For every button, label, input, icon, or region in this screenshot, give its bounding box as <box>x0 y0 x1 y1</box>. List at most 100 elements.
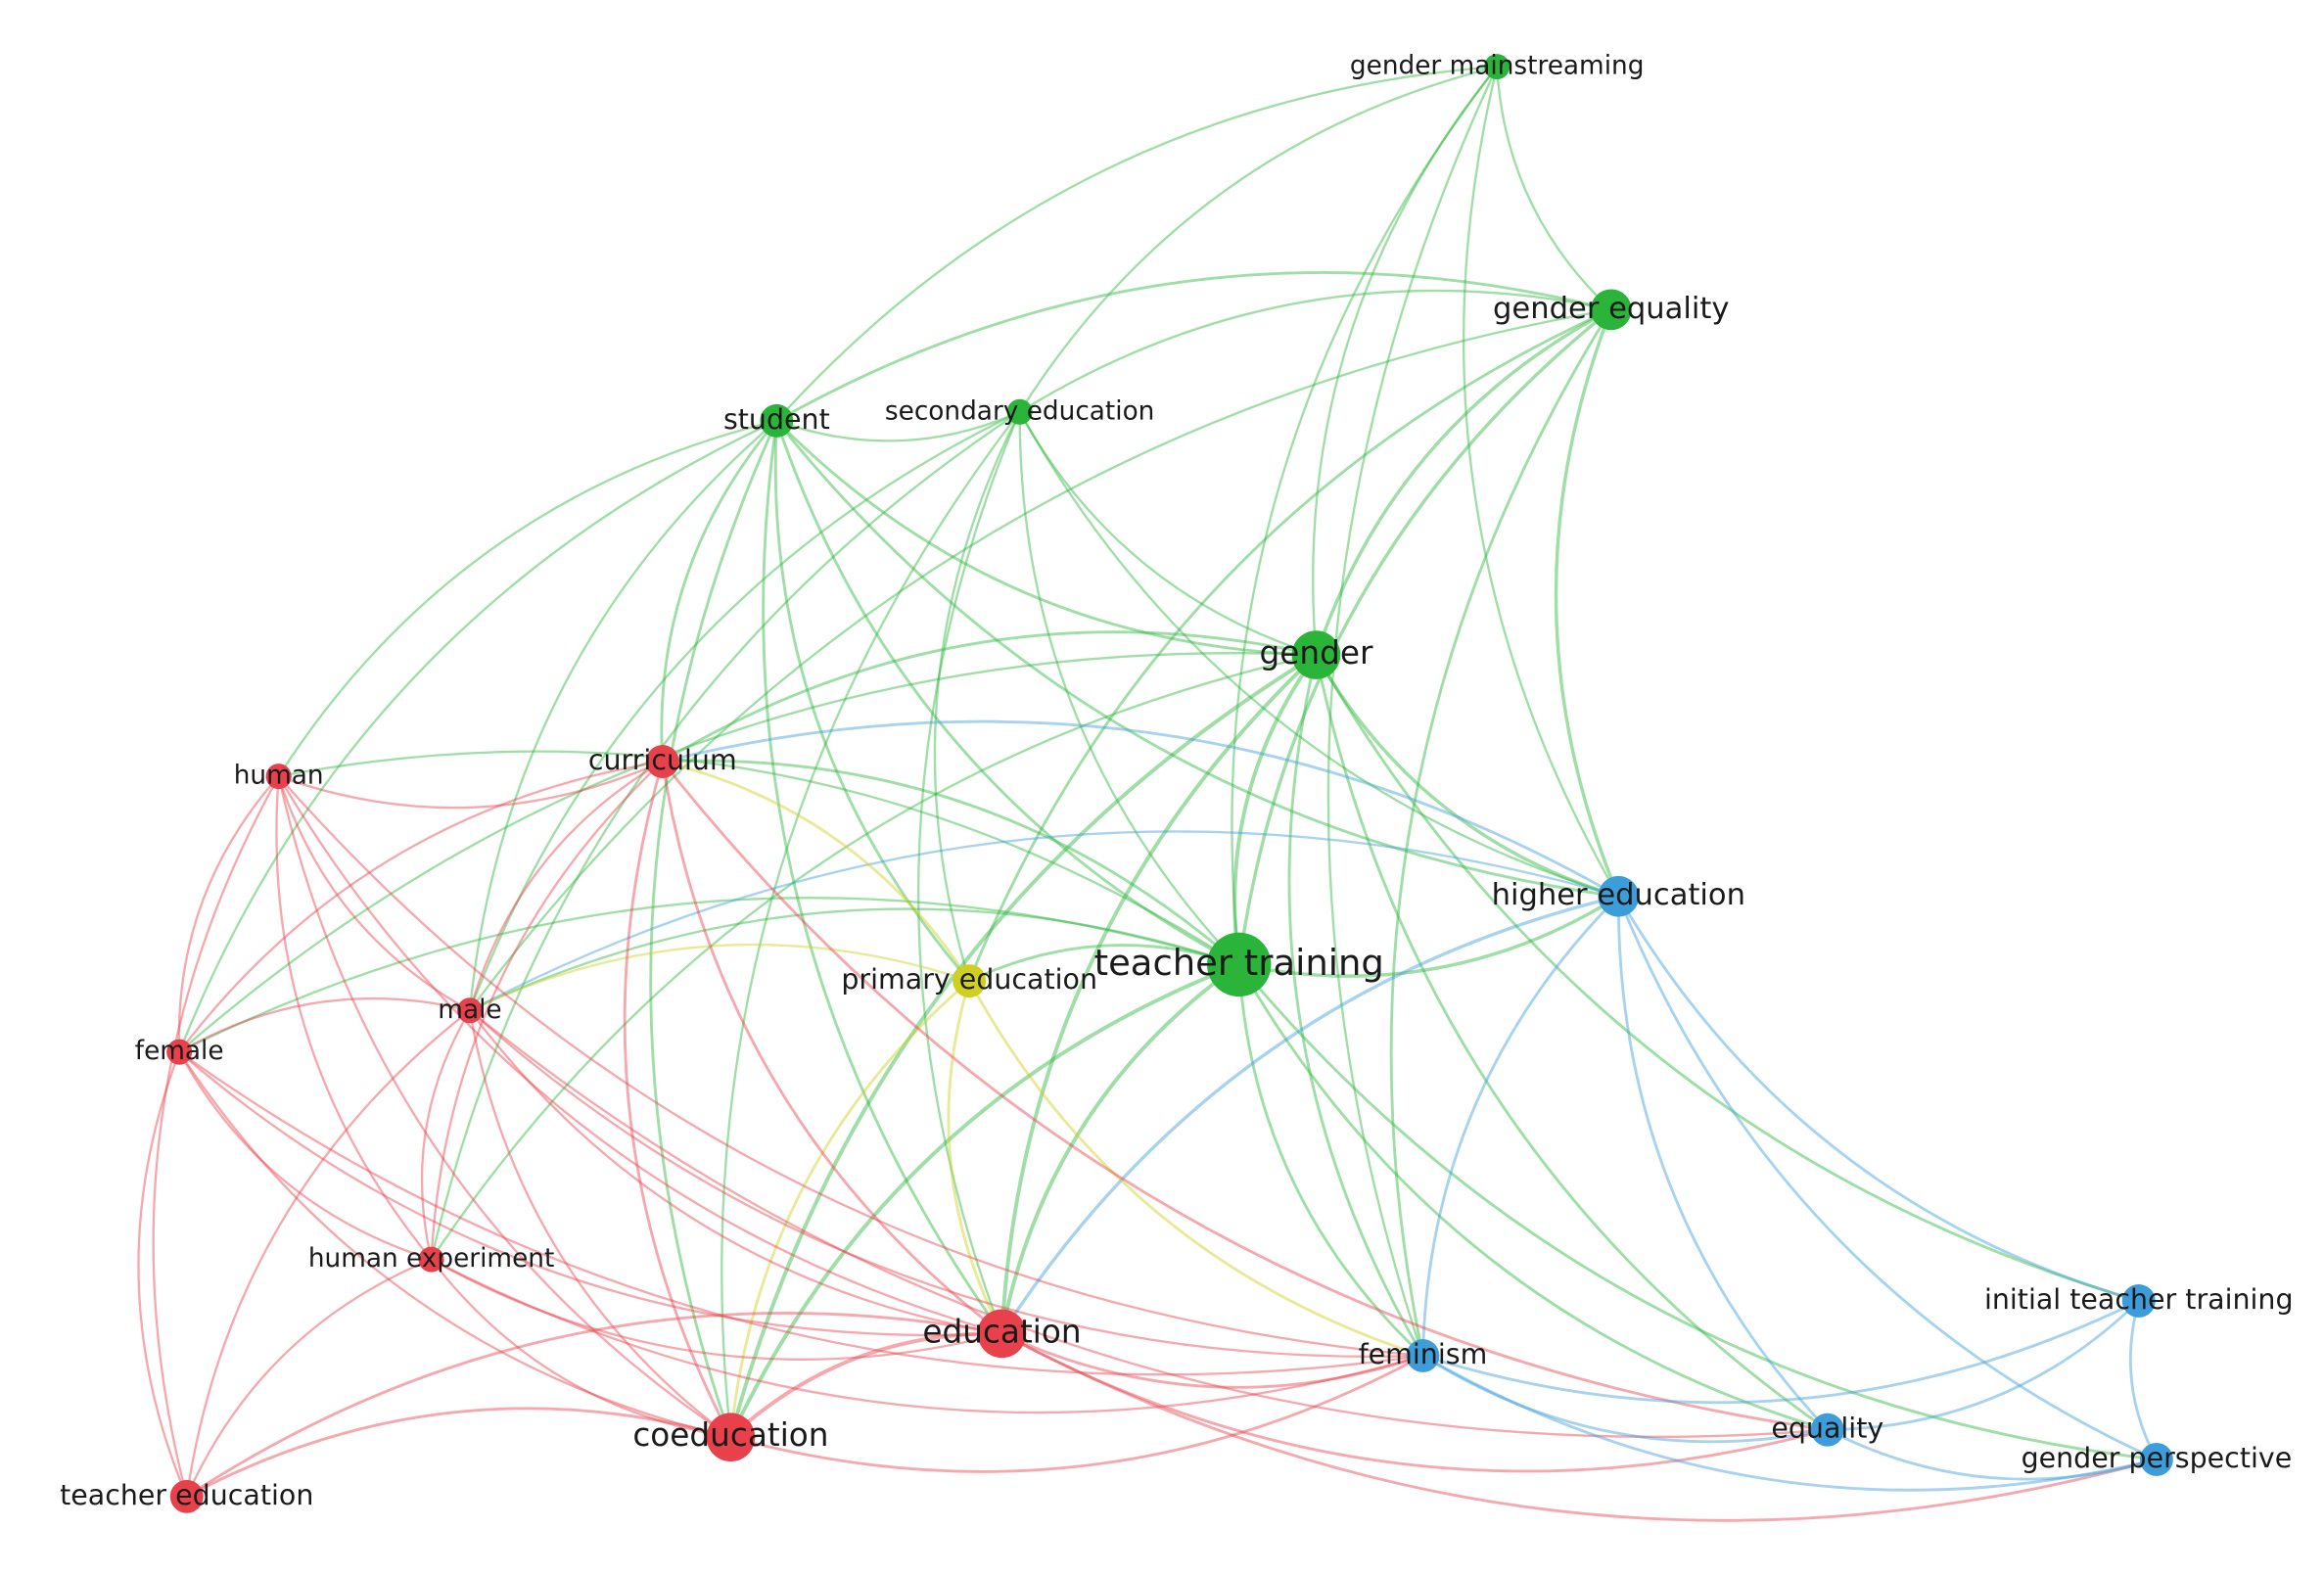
edge-human-human_experiment <box>275 776 433 1261</box>
label-initial_teacher_training[interactable]: initial teacher training <box>1984 1283 2294 1316</box>
node-female[interactable] <box>166 1039 193 1065</box>
edge-human-male <box>277 775 471 1012</box>
edge-teacher_training-education <box>999 962 1240 1334</box>
edge-initial_teacher_training-gender_perspective <box>2128 1300 2159 1460</box>
edge-higher_education-equality <box>1616 896 1829 1431</box>
label-curriculum[interactable]: curriculum <box>588 744 737 776</box>
edge-human_experiment-feminism <box>431 1258 1423 1414</box>
label-female[interactable]: female <box>135 1037 224 1066</box>
edge-gender-initial_teacher_training <box>1315 654 2140 1303</box>
node-gender[interactable] <box>1291 630 1341 679</box>
edge-higher_education-education <box>1000 895 1619 1335</box>
edge-primary_education-feminism <box>967 980 1423 1358</box>
edge-gender-female <box>178 652 1317 1053</box>
edge-primary_education-male <box>469 943 970 1012</box>
label-education[interactable]: education <box>922 1313 1081 1350</box>
node-education[interactable] <box>977 1309 1027 1359</box>
node-primary_education[interactable] <box>953 964 987 997</box>
label-secondary_education[interactable]: secondary education <box>885 396 1154 426</box>
label-higher_education[interactable]: higher education <box>1492 878 1745 912</box>
edge-teacher_training-gender_perspective <box>1237 963 2158 1461</box>
edge-student-higher_education <box>775 419 1619 899</box>
edge-teacher_training-male <box>469 907 1240 1012</box>
label-human[interactable]: human <box>234 762 324 791</box>
node-gender_equality[interactable] <box>1590 289 1632 331</box>
edge-teacher_training-female <box>178 897 1240 1053</box>
edge-gender-education <box>999 653 1318 1334</box>
edge-teacher_training-primary_education <box>968 944 1240 983</box>
node-layer <box>166 54 2173 1513</box>
label-student[interactable]: student <box>723 403 830 436</box>
edge-male-education <box>469 1009 1002 1335</box>
label-primary_education[interactable]: primary education <box>841 963 1097 996</box>
edge-education-coeducation <box>729 1331 1002 1439</box>
label-gender_equality[interactable]: gender equality <box>1493 292 1729 326</box>
edge-feminism-equality <box>1421 1354 1829 1444</box>
edge-higher_education-curriculum <box>662 719 1620 899</box>
edge-education-teacher_education <box>185 1312 1002 1498</box>
node-human[interactable] <box>265 764 292 790</box>
edge-student-female <box>178 419 777 1053</box>
edge-curriculum-female <box>178 760 663 1053</box>
node-secondary_education[interactable] <box>1006 398 1033 425</box>
edge-primary_education-education <box>947 980 1003 1334</box>
edge-secondary_education-coeducation <box>720 411 1021 1438</box>
label-teacher_training[interactable]: teacher training <box>1094 942 1384 984</box>
edge-gender-curriculum <box>662 630 1317 764</box>
label-equality[interactable]: equality <box>1771 1413 1883 1445</box>
edge-secondary_education-male <box>468 410 1021 1011</box>
node-student[interactable] <box>760 403 794 438</box>
node-gender_perspective[interactable] <box>2139 1442 2173 1476</box>
label-gender_mainstreaming[interactable]: gender mainstreaming <box>1350 52 1645 81</box>
node-feminism[interactable] <box>1406 1339 1440 1372</box>
node-equality[interactable] <box>1810 1413 1844 1447</box>
edge-student-coeducation <box>649 420 778 1438</box>
edge-gender_equality-gender <box>1314 307 1612 656</box>
label-human_experiment[interactable]: human experiment <box>308 1244 554 1274</box>
edge-human_experiment-teacher_education <box>185 1258 433 1498</box>
label-feminism[interactable]: feminism <box>1359 1338 1488 1370</box>
edge-human-curriculum <box>278 760 664 810</box>
node-teacher_education[interactable] <box>169 1479 204 1513</box>
edge-gender_equality-higher_education <box>1554 308 1620 898</box>
edge-secondary_education-human_experiment <box>430 410 1021 1260</box>
node-coeducation[interactable] <box>706 1413 756 1462</box>
edge-gender_equality-student <box>775 271 1612 423</box>
edge-student-male <box>468 419 778 1011</box>
node-higher_education[interactable] <box>1598 875 1640 917</box>
label-gender_perspective[interactable]: gender perspective <box>2022 1442 2293 1474</box>
label-male[interactable]: male <box>438 996 501 1025</box>
edge-secondary_education-higher_education <box>1018 411 1619 898</box>
edge-equality-initial_teacher_training <box>1827 1299 2140 1432</box>
edge-teacher_training-coeducation <box>728 962 1240 1439</box>
edge-gender_mainstreaming-teacher_training <box>1231 66 1499 965</box>
label-coeducation[interactable]: coeducation <box>632 1416 828 1454</box>
edge-curriculum-coeducation <box>623 761 732 1438</box>
edge-curriculum-equality <box>661 761 1829 1432</box>
edge-education-feminism <box>1000 1331 1423 1389</box>
edge-education-gender_perspective <box>1000 1332 2158 1522</box>
edge-human_experiment-coeducation <box>430 1258 731 1439</box>
edge-gender_mainstreaming-feminism <box>1326 66 1499 1357</box>
edge-secondary_education-teacher_training <box>1018 411 1240 966</box>
node-gender_mainstreaming[interactable] <box>1484 54 1511 80</box>
label-gender[interactable]: gender <box>1260 634 1373 672</box>
edge-human-education <box>277 775 1002 1335</box>
edge-teacher_training-equality <box>1237 963 1829 1432</box>
label-teacher_education[interactable]: teacher education <box>60 1479 313 1511</box>
edge-curriculum-human_experiment <box>430 761 664 1260</box>
edge-layer <box>137 65 2159 1522</box>
edge-gender-feminism <box>1287 654 1424 1357</box>
node-curriculum[interactable] <box>645 745 679 778</box>
node-human_experiment[interactable] <box>418 1246 444 1273</box>
edge-gender_mainstreaming-gender_equality <box>1495 67 1612 311</box>
edge-human_experiment-education <box>431 1258 1002 1361</box>
edge-gender_equality-male <box>469 308 1611 1012</box>
node-initial_teacher_training[interactable] <box>2121 1284 2156 1318</box>
edge-student-human <box>277 419 777 777</box>
edge-gender-human_experiment <box>430 653 1317 1261</box>
node-male[interactable] <box>456 997 483 1024</box>
node-teacher_training[interactable] <box>1207 932 1272 997</box>
edge-equality-gender_perspective <box>1827 1428 2158 1481</box>
